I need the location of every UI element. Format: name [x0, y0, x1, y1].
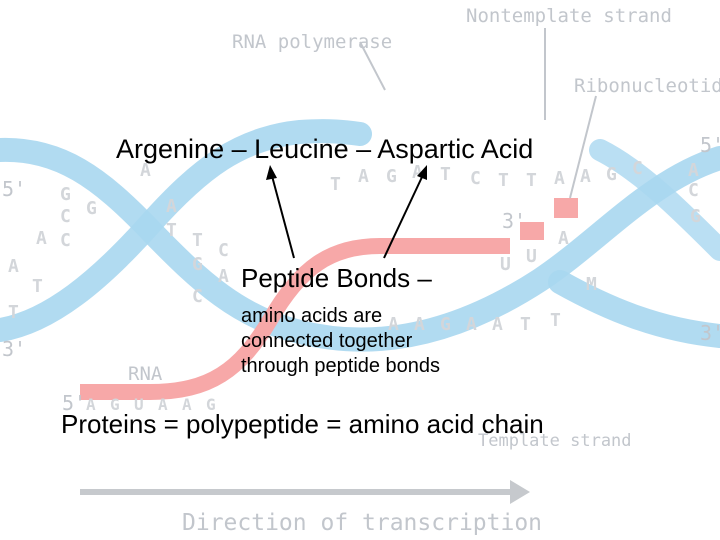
peptide-bonds-desc-line-3: through peptide bonds [241, 355, 441, 377]
svg-text:G: G [192, 254, 203, 275]
svg-text:T: T [550, 310, 561, 331]
svg-text:T: T [330, 174, 341, 195]
svg-text:T: T [8, 302, 19, 323]
pointer-line-polymerase [359, 41, 386, 91]
svg-text:U: U [134, 395, 144, 414]
label-3prime-mid: 3' [502, 209, 526, 233]
svg-text:A: A [158, 395, 168, 414]
svg-text:T: T [192, 230, 203, 251]
svg-text:A: A [86, 395, 96, 414]
svg-text:G: G [60, 184, 71, 205]
svg-text:G: G [206, 395, 216, 414]
dna-strand-front [0, 119, 372, 342]
arrow-right-head [417, 165, 427, 180]
svg-text:A: A [182, 395, 192, 414]
svg-text:A: A [558, 228, 569, 249]
nucleotide-bases: G C G A C A T T A A T T G C C A T A G A … [8, 158, 701, 414]
svg-text:T: T [32, 276, 43, 297]
label-3prime-left: 3' [2, 337, 26, 361]
svg-text:T: T [440, 164, 451, 185]
label-3prime-right: 3' [700, 321, 720, 345]
arrow-right-line [383, 176, 423, 259]
direction-arrow-head [510, 480, 530, 504]
label-ribonucleotide: Ribonucleotide [574, 75, 720, 97]
peptide-bond-arrows [266, 165, 427, 259]
svg-text:A: A [36, 228, 47, 249]
svg-text:C: C [688, 180, 699, 201]
svg-text:A: A [412, 162, 423, 183]
label-rna: RNA [128, 363, 163, 385]
rna-strand [80, 238, 510, 400]
dna-strand-right [548, 270, 720, 348]
svg-text:A: A [492, 314, 503, 335]
svg-text:G: G [86, 198, 97, 219]
dna-strand-upper-right [589, 139, 720, 261]
svg-text:A: A [140, 160, 151, 181]
peptide-bonds-desc-line-1: amino acids are [241, 305, 383, 327]
svg-text:C: C [632, 158, 643, 179]
svg-text:C: C [60, 206, 71, 227]
svg-text:A: A [466, 314, 477, 335]
svg-text:T: T [166, 220, 177, 241]
peptide-bonds-desc-line-2: connected together [241, 330, 413, 352]
svg-text:G: G [386, 166, 397, 187]
svg-text:T: T [520, 314, 531, 335]
svg-text:A: A [8, 256, 19, 277]
svg-text:A: A [388, 314, 399, 335]
arrow-left-head [266, 165, 277, 180]
svg-text:A: A [218, 266, 229, 287]
svg-text:A: A [580, 166, 591, 187]
peptide-bonds-description: amino acids are connected together throu… [241, 304, 541, 379]
label-5prime-left: 5' [2, 177, 26, 201]
svg-text:G: G [110, 395, 120, 414]
label-direction-of-transcription: Direction of transcription [182, 510, 542, 536]
svg-text:U: U [500, 254, 511, 275]
label-5prime-right: 5' [700, 133, 720, 157]
svg-text:G: G [690, 206, 701, 227]
svg-text:U: U [526, 246, 537, 267]
svg-text:A: A [688, 160, 699, 181]
svg-text:C: C [192, 286, 203, 307]
amino-acid-chain-label: Argenine – Leucine – Aspartic Acid [116, 134, 534, 164]
svg-text:T: T [526, 170, 537, 191]
rna-end-block [520, 222, 544, 240]
svg-text:C: C [60, 230, 71, 251]
svg-text:C: C [470, 168, 481, 189]
svg-text:G: G [440, 314, 451, 335]
label-nontemplate-strand: Nontemplate strand [466, 5, 672, 27]
svg-text:C: C [218, 240, 229, 261]
svg-text:A: A [166, 196, 177, 217]
svg-text:A: A [554, 168, 565, 189]
pointer-line-ribonucleotide [569, 95, 597, 199]
svg-text:M: M [586, 274, 597, 295]
label-rna-polymerase: RNA polymerase [232, 31, 392, 53]
arrow-left-line [271, 175, 295, 259]
protein-definition-label: Proteins = polypeptide = amino acid chai… [61, 409, 544, 439]
svg-text:T: T [498, 170, 509, 191]
svg-text:A: A [358, 166, 369, 187]
label-5prime-bottom: 5' [62, 391, 86, 415]
dna-strand-back [0, 137, 720, 352]
svg-text:A: A [414, 314, 425, 335]
peptide-bonds-title: Peptide Bonds – [241, 263, 432, 293]
label-template-strand: Template strand [478, 431, 632, 451]
ribonucleotide-block [554, 198, 578, 218]
svg-text:G: G [606, 164, 617, 185]
